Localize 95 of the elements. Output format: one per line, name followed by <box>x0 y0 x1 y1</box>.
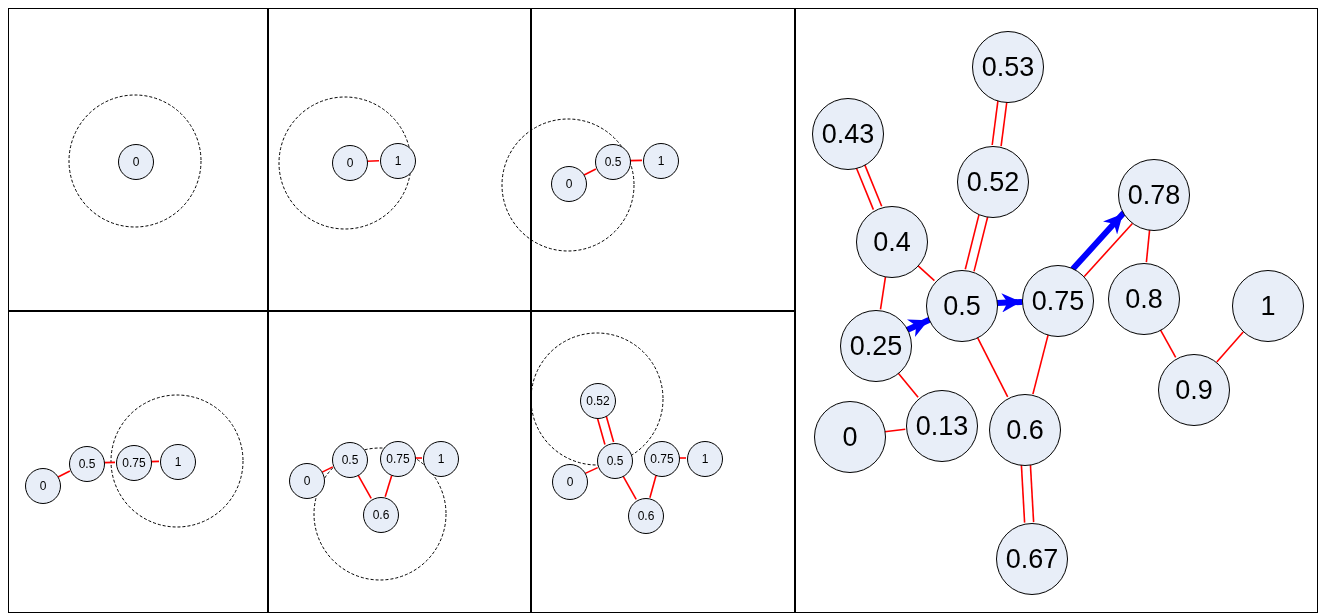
circle-node <box>25 468 61 504</box>
circle-node <box>289 463 325 499</box>
node-label: 0.75 <box>650 452 674 466</box>
node-label: 0.75 <box>122 456 146 470</box>
node-label: 0.25 <box>849 330 903 362</box>
node-label: 0.6 <box>1006 414 1044 446</box>
arrow <box>1070 210 1126 272</box>
circle-node <box>363 497 399 533</box>
edge-line <box>1145 229 1151 263</box>
edge-line <box>366 159 380 163</box>
circle-node <box>69 446 105 482</box>
node-label: 0.43 <box>821 118 875 150</box>
edge-line <box>1020 464 1026 524</box>
node-label: 0.6 <box>637 509 655 523</box>
edge-line <box>1159 328 1177 359</box>
node-label: 0 <box>132 155 140 169</box>
circle-node <box>552 464 588 500</box>
node-label: 0.52 <box>966 166 1020 198</box>
edge-line <box>584 466 599 475</box>
panel <box>795 8 1318 613</box>
node-label: 1 <box>1260 290 1276 322</box>
circle-node <box>551 166 587 202</box>
node-label: 0 <box>566 475 574 489</box>
circle-node <box>160 444 196 480</box>
edge-line <box>1083 222 1134 278</box>
edge-line <box>916 264 936 282</box>
edge-line <box>622 474 637 501</box>
node-label: 0.5 <box>78 457 96 471</box>
node-label: 0.8 <box>1125 283 1163 315</box>
node-label: 0.67 <box>1005 543 1059 575</box>
circle-node <box>118 144 154 180</box>
arrow <box>904 317 932 337</box>
edge-line <box>596 417 606 446</box>
node-label: 0.9 <box>1175 374 1213 406</box>
edge-line <box>863 163 883 207</box>
edge-line <box>964 213 980 271</box>
node-label: 1 <box>437 452 445 466</box>
node-label: 0.6 <box>372 508 390 522</box>
node-label: 0 <box>842 421 858 453</box>
edge-line <box>357 473 372 500</box>
node-label: 0.78 <box>1127 179 1181 211</box>
node-label: 0 <box>346 156 354 170</box>
panel <box>268 8 531 311</box>
circle-node <box>597 443 633 479</box>
panel <box>8 311 268 613</box>
circle-node <box>687 441 723 477</box>
panel <box>531 311 795 613</box>
edge-line <box>1000 101 1008 147</box>
circle-node <box>595 144 631 180</box>
node-label: 0.75 <box>386 452 410 466</box>
node-label: 0.5 <box>341 453 359 467</box>
edge-line <box>1216 331 1244 363</box>
edge-line <box>991 100 999 146</box>
circle-node <box>332 442 368 478</box>
circle-node <box>628 498 664 534</box>
node-label: 0.5 <box>606 454 624 468</box>
node-label: 1 <box>394 154 402 168</box>
edge-line <box>384 474 393 498</box>
node-label: 0.13 <box>915 410 969 442</box>
edge-line <box>976 336 1009 398</box>
node-label: 0.53 <box>981 51 1035 83</box>
edge-line <box>678 457 687 459</box>
panel <box>531 8 795 311</box>
edge-line <box>1032 334 1049 395</box>
panel <box>8 8 268 311</box>
node-label: 0.52 <box>586 394 610 408</box>
edge-line <box>414 457 423 459</box>
edge-line <box>605 414 615 443</box>
circle-node <box>380 143 416 179</box>
edge-line <box>1029 463 1035 523</box>
edge-line <box>973 215 989 273</box>
node-label: 0.5 <box>604 155 622 169</box>
edge-line <box>649 474 657 499</box>
edge-line <box>583 168 597 176</box>
edge-line <box>879 275 887 311</box>
node-label: 1 <box>174 455 182 469</box>
edge-line <box>897 372 919 398</box>
node-label: 0.4 <box>873 226 911 258</box>
node-label: 0 <box>565 177 573 191</box>
node-label: 0 <box>303 474 311 488</box>
circle-node <box>423 441 459 477</box>
circle-node <box>644 441 680 477</box>
circle-node <box>332 145 368 181</box>
node-label: 0.5 <box>943 290 981 322</box>
circle-node <box>643 143 679 179</box>
panel <box>268 311 531 613</box>
node-label: 0.75 <box>1031 285 1085 317</box>
edge-line <box>57 470 71 478</box>
circle-node <box>580 383 616 419</box>
edge-line <box>855 167 875 211</box>
node-label: 1 <box>701 452 709 466</box>
circle-node <box>380 441 416 477</box>
node-label: 1 <box>657 154 665 168</box>
node-label: 0 <box>39 479 47 493</box>
circle-node <box>116 445 152 481</box>
